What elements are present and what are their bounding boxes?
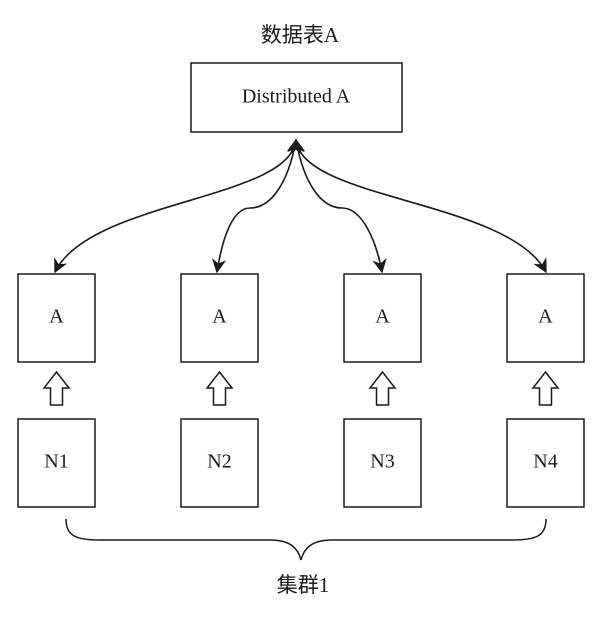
node-label-4: N4 bbox=[533, 451, 557, 473]
up-arrow-icon bbox=[42, 370, 71, 406]
node-box-1 bbox=[17, 418, 96, 508]
replica-label-3: A bbox=[375, 306, 390, 328]
replica-box-4 bbox=[506, 273, 585, 363]
up-arrow-icon bbox=[368, 370, 397, 406]
node-label-1: N1 bbox=[44, 451, 68, 473]
node-box-2 bbox=[180, 418, 259, 508]
distributed-table-label: Distributed A bbox=[242, 86, 351, 108]
replica-box-1 bbox=[17, 273, 96, 363]
node-3: A N3 bbox=[343, 273, 422, 508]
node-box-3 bbox=[343, 418, 422, 508]
up-arrow-icon bbox=[205, 370, 234, 406]
connector-n3 bbox=[291, 138, 387, 274]
node-label-3: N3 bbox=[370, 451, 394, 473]
up-arrow-icon bbox=[531, 370, 560, 406]
replication-connectors bbox=[54, 138, 547, 274]
cluster-brace bbox=[65, 518, 547, 561]
node-4: A N4 bbox=[506, 273, 585, 508]
distributed-table-box bbox=[190, 62, 403, 133]
replica-label-1: A bbox=[49, 306, 64, 328]
replica-box-2 bbox=[180, 273, 259, 363]
connector-n4 bbox=[290, 138, 547, 274]
distributed-table-node: Distributed A bbox=[190, 62, 403, 133]
replica-box-3 bbox=[343, 273, 422, 363]
replica-label-4: A bbox=[538, 306, 553, 328]
node-2: A N2 bbox=[180, 273, 259, 508]
replica-label-2: A bbox=[212, 306, 227, 328]
table-title: 数据表A bbox=[261, 23, 340, 47]
node-1: A N1 bbox=[17, 273, 96, 508]
connector-n2 bbox=[211, 138, 301, 274]
cluster-label: 集群1 bbox=[277, 573, 330, 597]
node-box-4 bbox=[506, 418, 585, 508]
node-label-2: N2 bbox=[207, 451, 231, 473]
